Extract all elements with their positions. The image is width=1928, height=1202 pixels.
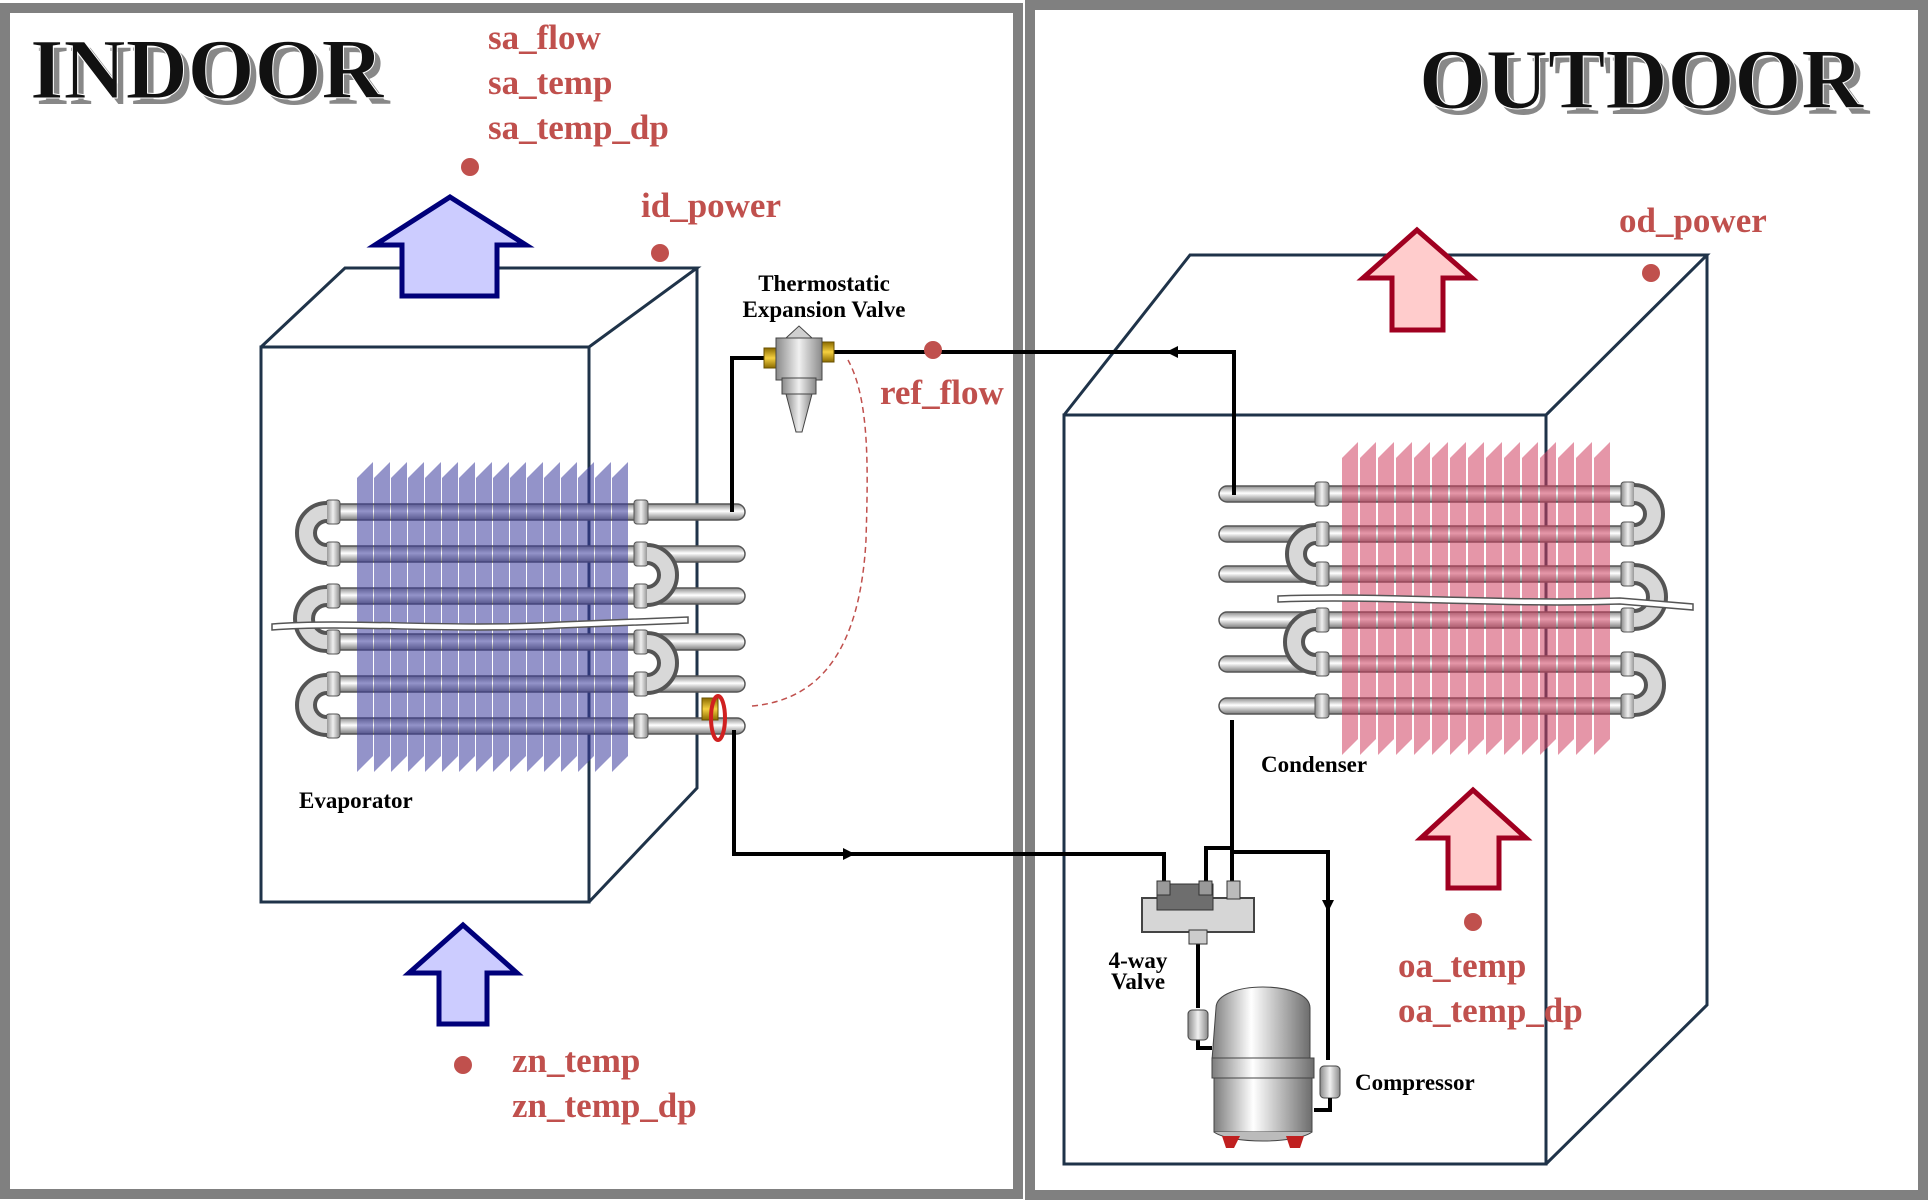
condenser-return-bend-highlight — [1287, 613, 1317, 671]
evaporator-fin — [476, 462, 492, 772]
evaporator-label: Evaporator — [299, 788, 413, 813]
txv-label-line2: Expansion Valve — [743, 297, 906, 322]
condenser-tube-collar — [1314, 651, 1330, 677]
evaporator-tube-collar — [325, 671, 341, 697]
evaporator-fin — [442, 462, 458, 772]
sa-temp-dp-label: sa_temp_dp — [488, 108, 669, 147]
evaporator-return-bend-highlight — [299, 677, 328, 733]
evaporator-tube-collar — [325, 541, 341, 567]
od-power-sensor-dot — [1642, 264, 1660, 282]
oa-sensor-dot — [1464, 913, 1482, 931]
valve-label-line1: 4-way — [1109, 948, 1168, 973]
evaporator-fin — [391, 462, 407, 772]
condenser-return-bend-highlight — [1633, 567, 1664, 627]
indoor-panel-frame — [0, 3, 1023, 1199]
evaporator-tube-collar — [325, 499, 341, 525]
outdoor-intake-air-arrow — [1414, 786, 1533, 891]
evaporator-tube-collar — [325, 583, 341, 609]
four-way-valve — [1141, 880, 1255, 945]
evaporator-tube-collar — [325, 713, 341, 739]
txv-sensing-bulb — [701, 694, 727, 742]
evaporator-fin — [527, 462, 543, 772]
oa-temp-dp-label: oa_temp_dp — [1398, 991, 1583, 1030]
evaporator-fin — [493, 462, 509, 772]
evaporator-fin — [595, 462, 611, 772]
zn-temp-label: zn_temp — [512, 1041, 640, 1080]
evaporator-fin — [612, 462, 628, 772]
condenser-tube-collar — [1620, 521, 1636, 547]
ref-flow-sensor-dot — [924, 341, 942, 359]
evaporator-fin — [459, 462, 475, 772]
evaporator-coil — [271, 462, 746, 772]
condenser-return-bend-highlight — [1633, 487, 1661, 541]
evaporator-fin — [561, 462, 577, 772]
evaporator-tube-collar — [325, 629, 341, 655]
id-power-sensor-dot — [651, 244, 669, 262]
condenser-tube-collar — [1314, 607, 1330, 633]
indoor-return-air-arrow — [402, 921, 524, 1027]
condenser-tube-collar — [1620, 481, 1636, 507]
outdoor-exhaust-air-arrow — [1356, 226, 1479, 333]
evaporator-fin — [578, 462, 594, 772]
evaporator-fin — [544, 462, 560, 772]
refrigerant-lines — [730, 346, 1334, 1060]
indoor-title-group: INDOOR INDOOR — [30, 21, 391, 124]
condenser-tube-collar — [1620, 561, 1636, 587]
condenser-coil — [1218, 442, 1694, 755]
condenser-tube-collar — [1314, 481, 1330, 507]
outdoor-title: OUTDOOR — [1419, 31, 1864, 127]
id-power-label: id_power — [641, 186, 781, 225]
evaporator-fin — [357, 462, 373, 772]
evaporator-tube-collar — [633, 671, 649, 697]
condenser-tube-collar — [1314, 521, 1330, 547]
svg-text:OUTDOOR: OUTDOOR — [1425, 37, 1870, 133]
evaporator-tube-collar — [633, 713, 649, 739]
sa-temp-label: sa_temp — [488, 63, 612, 102]
condenser-label: Condenser — [1261, 752, 1367, 777]
condenser-tube-collar — [1314, 693, 1330, 719]
valve-label-line2: Valve — [1111, 969, 1165, 994]
evaporator-fin — [425, 462, 441, 772]
evaporator-fin — [510, 462, 526, 772]
indoor-supply-air-arrow — [366, 194, 535, 299]
evaporator-tube-collar — [633, 583, 649, 609]
txv-label-line1: Thermostatic — [758, 271, 890, 296]
svg-text:INDOOR: INDOOR — [36, 27, 390, 123]
evaporator-return-bend-highlight — [299, 505, 328, 561]
sa-sensor-dot — [461, 158, 479, 176]
evaporator-return-bend-highlight — [646, 635, 675, 691]
condenser-tube-collar — [1314, 561, 1330, 587]
od-power-label: od_power — [1619, 201, 1767, 240]
sa-flow-label: sa_flow — [488, 18, 602, 57]
ref-flow-label: ref_flow — [880, 373, 1004, 412]
condenser-tube-collar — [1620, 607, 1636, 633]
evaporator-fin — [408, 462, 424, 772]
condenser-return-bend-highlight — [1289, 527, 1317, 581]
evaporator-fin — [374, 462, 390, 772]
outdoor-panel-frame — [1025, 0, 1928, 1200]
condenser-tube-collar — [1620, 693, 1636, 719]
evaporator-tube-collar — [633, 629, 649, 655]
thermostatic-expansion-valve — [763, 325, 835, 433]
oa-temp-label: oa_temp — [1398, 946, 1526, 985]
txv-sensing-line — [751, 359, 868, 707]
zn-sensor-dot — [454, 1056, 472, 1074]
evaporator-tube-collar — [633, 499, 649, 525]
compressor — [1187, 986, 1341, 1148]
condenser-return-bend-highlight — [1633, 657, 1662, 713]
evaporator-return-bend-highlight — [297, 589, 328, 649]
condenser-tube-collar — [1620, 651, 1636, 677]
zn-temp-dp-label: zn_temp_dp — [512, 1086, 697, 1125]
evaporator-tube-collar — [633, 541, 649, 567]
evaporator-return-bend-highlight — [646, 547, 675, 603]
indoor-title: INDOOR — [30, 21, 384, 117]
outdoor-title-group: OUTDOOR OUTDOOR — [1419, 31, 1871, 134]
compressor-label: Compressor — [1355, 1070, 1475, 1095]
